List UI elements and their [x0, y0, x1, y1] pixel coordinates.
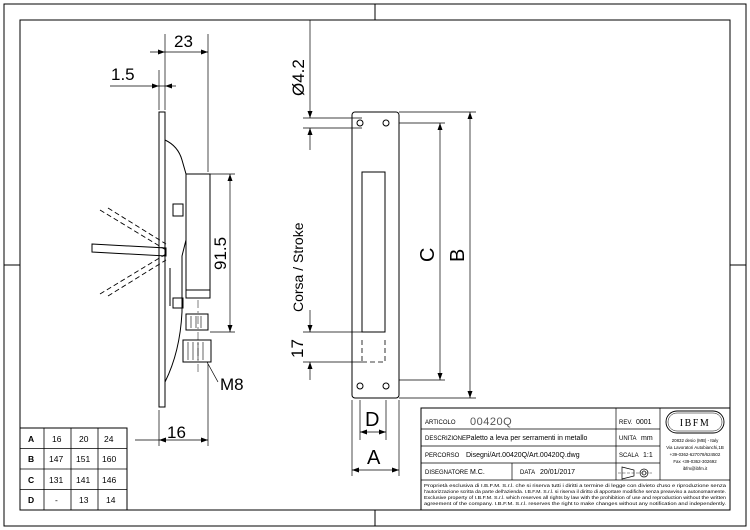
disegnatore-value: M.C. — [470, 469, 485, 476]
title-block: ARTICOLO 00420Q REV. 0001 DESCRIZIONE Pa… — [420, 407, 731, 511]
size-row-key: C — [28, 475, 34, 485]
front-view-arrowheads — [307, 111, 473, 473]
side-view — [91, 111, 212, 408]
size-cell: 14 — [106, 495, 116, 505]
dim-17: 17 — [288, 339, 307, 358]
descrizione-value: Paletto a leva per serramenti in metallo — [466, 435, 587, 442]
size-cell: 147 — [49, 454, 63, 464]
dim-16: 16 — [167, 423, 186, 442]
front-view — [351, 111, 400, 399]
data-value: 20/01/2017 — [540, 469, 575, 476]
ibfm-logo: IBFM — [665, 410, 725, 434]
size-row-key: D — [28, 495, 34, 505]
rev-label: REV. — [619, 420, 633, 426]
dim-d: D — [365, 409, 379, 431]
legal-notice-1: Proprietà esclusiva di I.B.F.M. S.r.l. c… — [424, 483, 727, 488]
legal-notice-2: l'autorizzazione scritta da parte dell'a… — [424, 489, 726, 494]
size-row-a: A 16 20 24 — [28, 434, 114, 444]
percorso-label: PERCORSO — [425, 453, 460, 459]
size-row-key: B — [28, 454, 34, 464]
size-cell: 16 — [52, 434, 62, 444]
dim-91-5: 91.5 — [211, 237, 230, 270]
size-cell: 24 — [104, 434, 114, 444]
dim-diameter-4-2: Ø4.2 — [289, 59, 308, 96]
rev-value: 0001 — [636, 419, 652, 426]
side-view-arrowheads — [152, 49, 233, 443]
legal-notice-4: agreement of the company. I.B.F.M. S.r.l… — [424, 501, 726, 506]
dim-1-5: 1.5 — [111, 65, 135, 84]
company-address-1: 20832 desio (MB) - Italy — [672, 438, 719, 443]
dim-m8: M8 — [220, 375, 244, 394]
size-cell: 151 — [76, 454, 90, 464]
size-row-b: B 147 151 160 — [28, 454, 116, 464]
size-row-key: A — [28, 434, 34, 444]
company-phone: +39-0362-627078/624502 — [670, 452, 721, 457]
scala-value: 1:1 — [643, 452, 653, 459]
company-address-2: Via Lavoratori Autobianchi,1B — [666, 445, 724, 450]
articolo-label: ARTICOLO — [425, 420, 456, 426]
descrizione-label: DESCRIZIONE — [425, 436, 466, 442]
size-cell: 146 — [102, 475, 116, 485]
disegnatore-label: DISEGNATORE — [425, 470, 468, 476]
company-email: ibfm@ibfm.it — [683, 466, 708, 471]
size-cell: - — [55, 495, 58, 505]
size-cell: 160 — [102, 454, 116, 464]
dim-stroke-label: Corsa / Stroke — [290, 222, 306, 312]
unita-value: mm — [641, 435, 653, 442]
company-fax: Fax +39-0362-302692 — [673, 459, 717, 464]
side-view-dimensions — [110, 34, 235, 446]
scala-label: SCALA — [619, 453, 639, 459]
frame-ticks — [4, 4, 746, 526]
data-label: DATA — [520, 470, 535, 476]
size-row-c: C 131 141 146 — [28, 475, 116, 485]
dim-23: 23 — [174, 32, 193, 51]
dim-a: A — [367, 447, 381, 469]
size-cell: 141 — [76, 475, 90, 485]
dim-c: C — [417, 248, 439, 262]
size-cell: 13 — [79, 495, 89, 505]
size-row-d: D - 13 14 — [28, 495, 116, 505]
projection-symbol-icon — [618, 466, 652, 480]
percorso-value: Disegni/Art.00420Q/Art.00420Q.dwg — [466, 452, 580, 459]
size-cell: 20 — [79, 434, 89, 444]
articolo-value: 00420Q — [470, 416, 512, 428]
dim-b: B — [447, 249, 469, 262]
unita-label: UNITA — [619, 436, 637, 442]
size-table: A 16 20 24 B 147 151 160 C 131 141 146 D… — [19, 427, 128, 511]
front-view-dimensions — [303, 20, 476, 476]
legal-notice-3: Exclusive property of I.B.F.M. S.r.l. wh… — [424, 495, 727, 500]
size-cell: 131 — [49, 475, 63, 485]
ibfm-logo-text: IBFM — [680, 418, 710, 429]
